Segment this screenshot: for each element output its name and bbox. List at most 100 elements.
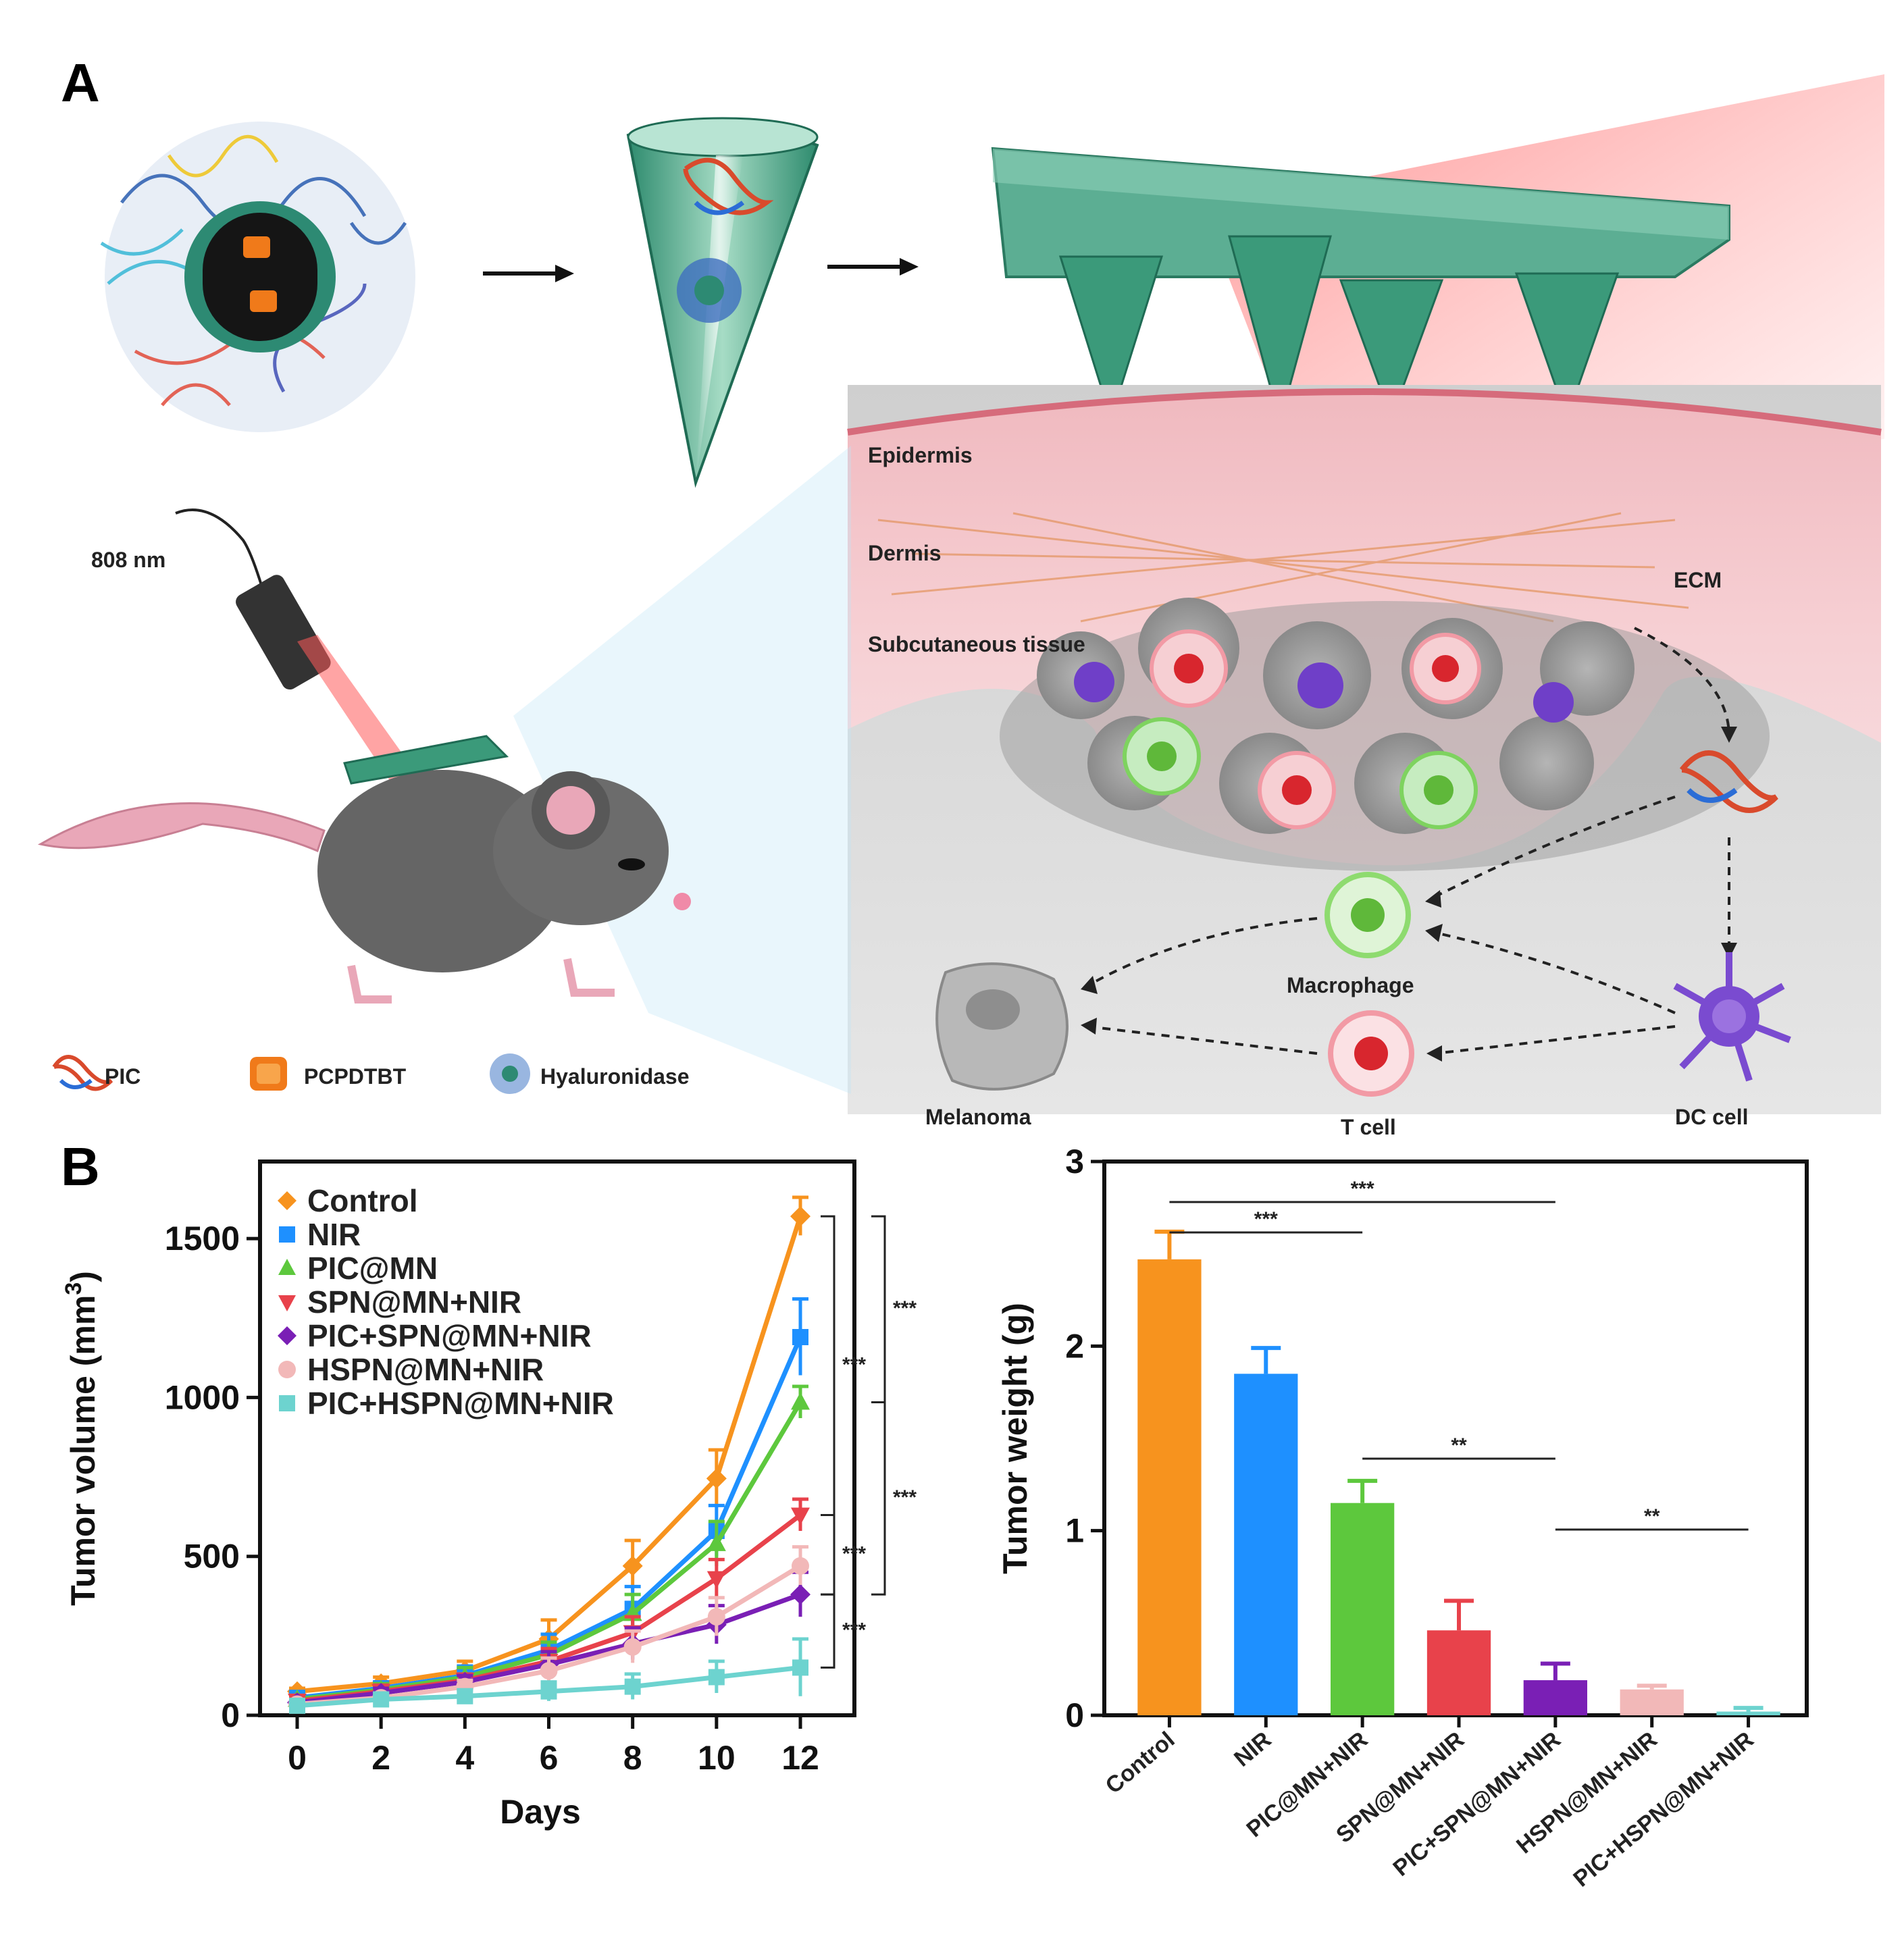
line-chart-y-axis-label: Tumor volume (mm3): [61, 1271, 102, 1606]
significance-label: **: [1451, 1434, 1467, 1457]
skin-section: Epidermis Dermis Subcutaneous tissue ECM: [847, 385, 1882, 1114]
y-axis-label-end: ): [64, 1271, 102, 1282]
legend-marker: [278, 1295, 296, 1311]
legend-marker: [278, 1259, 296, 1275]
data-point: [706, 1468, 727, 1489]
legend-label: SPN@MN+NIR: [307, 1284, 521, 1320]
significance-label: ***: [1351, 1178, 1374, 1200]
x-tick-label: 0: [288, 1739, 307, 1777]
data-point: [791, 1392, 810, 1410]
dc-cell-label: DC cell: [1675, 1105, 1748, 1129]
data-point: [791, 1507, 810, 1526]
legend-label: PIC+SPN@MN+NIR: [307, 1318, 592, 1353]
legend-pcpdtbt-label: PCPDTBT: [304, 1064, 407, 1089]
line-chart-legend: ControlNIRPIC@MNSPN@MN+NIRPIC+SPN@MN+NIR…: [278, 1183, 614, 1421]
data-point: [792, 1329, 808, 1345]
laser-ray: [297, 635, 419, 783]
pic-particle-icon: [1679, 750, 1778, 813]
x-tick-label: 10: [698, 1739, 736, 1777]
y-tick-label: 1500: [165, 1220, 240, 1257]
t-cell-label: T cell: [1341, 1115, 1396, 1139]
immune-pathway: Macrophage Melanoma T cell DC cell: [925, 627, 1791, 1139]
bar: [1137, 1259, 1202, 1715]
arrow-1: [483, 265, 574, 282]
data-point: [622, 1555, 643, 1576]
significance-bracket: [871, 1215, 886, 1403]
x-tick-label: 4: [455, 1739, 474, 1777]
x-tick-label: 12: [781, 1739, 819, 1777]
y-axis-label-main: Tumor volume (mm: [64, 1295, 102, 1606]
data-point: [540, 1662, 558, 1680]
significance-label: ***: [842, 1542, 866, 1565]
significance-label: ***: [842, 1619, 866, 1641]
bar: [1620, 1689, 1684, 1715]
melanoma-label: Melanoma: [925, 1105, 1031, 1129]
pic-dna-icon: [52, 1055, 113, 1091]
x-tick-label: 2: [371, 1739, 390, 1777]
data-point: [706, 1533, 726, 1551]
y-tick-label: 1: [1065, 1512, 1084, 1550]
needle-array: [1058, 235, 1620, 426]
legend-label: HSPN@MN+NIR: [307, 1352, 544, 1387]
melanoma-cell-icon: [935, 962, 1069, 1091]
tumor-mass: [1000, 598, 1770, 871]
legend-label: Control: [307, 1183, 418, 1218]
data-point: [707, 1608, 725, 1626]
data-point: [790, 1206, 811, 1227]
bar-chart-y-axis-label: Tumor weight (g): [996, 1303, 1034, 1574]
y-tick-label: 500: [184, 1538, 240, 1575]
macrophage-label: Macrophage: [1287, 973, 1414, 997]
bar: [1331, 1503, 1395, 1715]
data-point: [623, 1638, 642, 1656]
data-point: [457, 1688, 473, 1704]
epidermis-label: Epidermis: [868, 443, 973, 467]
category-label: NIR: [1229, 1727, 1276, 1772]
hyaluronidase-icon: [490, 1053, 530, 1094]
y-tick-label: 0: [1065, 1696, 1084, 1734]
legend-pic-label: PIC: [105, 1064, 140, 1089]
significance-label: ***: [893, 1297, 917, 1320]
bar-chart-y-ticks: 0 1 2 3: [1065, 1143, 1104, 1734]
category-label: PIC+HSPN@MN+NIR: [1568, 1727, 1758, 1892]
line-chart-series: [287, 1195, 811, 1714]
laser-wavelength-label: 808 nm: [91, 548, 165, 572]
mouse-illustration: 808 nm: [37, 446, 851, 1094]
data-point: [790, 1584, 811, 1605]
panel-a-legend: PIC PCPDTBT Hyaluronidase: [52, 1053, 690, 1094]
legend-label: PIC@MN: [307, 1251, 438, 1286]
data-point: [706, 1571, 726, 1589]
data-point: [289, 1697, 305, 1714]
significance-label: ***: [893, 1486, 917, 1509]
significance-bracket: [821, 1514, 835, 1596]
x-tick-label: 8: [623, 1739, 642, 1777]
significance-bracket: [821, 1593, 835, 1669]
legend-hyaluronidase-label: Hyaluronidase: [540, 1064, 690, 1089]
microneedle-cone: [626, 117, 819, 488]
bar: [1523, 1680, 1587, 1715]
significance-bracket: [821, 1215, 835, 1517]
y-tick-label: 2: [1065, 1327, 1084, 1365]
y-tick-label: 3: [1065, 1143, 1084, 1180]
y-axis-label-superscript: 3: [61, 1282, 86, 1295]
data-point: [708, 1669, 725, 1686]
t-cell-icon: [1328, 1010, 1414, 1097]
mouse-patch: [343, 735, 509, 785]
legend-marker: [278, 1326, 297, 1345]
pcpdtbt-cube-icon: [250, 1057, 287, 1091]
category-label: PIC+SPN@MN+NIR: [1388, 1727, 1566, 1881]
panel-a-letter: A: [61, 53, 100, 113]
significance-bracket: [871, 1401, 886, 1596]
significance-label: ***: [842, 1353, 866, 1376]
legend-label: NIR: [307, 1217, 361, 1252]
line-chart-frame: [258, 1159, 856, 1717]
zoom-cone: [513, 446, 851, 1094]
data-point: [792, 1557, 809, 1575]
data-point: [624, 1678, 641, 1695]
panel-b-letter: B: [61, 1137, 100, 1197]
legend-marker: [278, 1191, 297, 1210]
